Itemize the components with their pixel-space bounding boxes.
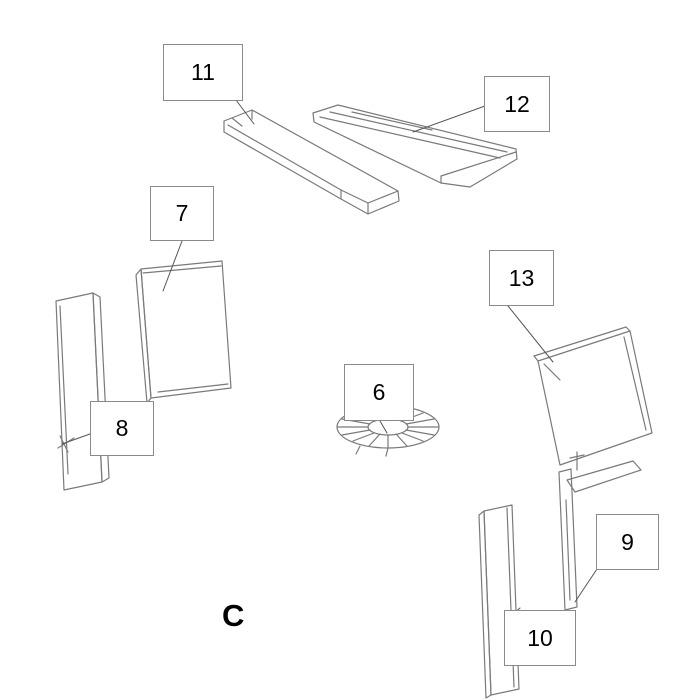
part-8-board <box>55 292 110 491</box>
leader-lines <box>61 99 598 622</box>
label-text-6: 6 <box>372 379 386 405</box>
leader-line-8 <box>61 433 91 445</box>
label-text-13: 13 <box>508 264 535 291</box>
label-box-9: 9 <box>596 514 659 570</box>
part-10-board <box>478 504 520 699</box>
label-box-13: 13 <box>489 250 554 306</box>
label-box-7: 7 <box>150 186 214 241</box>
part-9-assembly <box>558 451 642 611</box>
label-text-11: 11 <box>191 59 215 85</box>
label-text-7: 7 <box>175 200 189 226</box>
label-box-12: 12 <box>484 76 550 132</box>
label-text-8: 8 <box>115 415 129 441</box>
part-11-plank <box>223 109 400 215</box>
part-13-panel <box>533 326 653 466</box>
label-text-9: 9 <box>621 528 634 555</box>
leader-line-13 <box>507 305 554 363</box>
leader-line-9 <box>574 568 598 603</box>
label-box-11: 11 <box>163 44 243 101</box>
leader-line-12 <box>412 105 486 133</box>
part-7-panel <box>135 260 232 404</box>
label-text-10: 10 <box>527 624 553 651</box>
section-letter: C <box>222 598 245 633</box>
leader-line-11 <box>235 99 255 125</box>
label-text-12: 12 <box>504 90 530 117</box>
leader-line-6 <box>379 420 388 434</box>
label-box-10: 10 <box>504 610 576 666</box>
label-box-6: 6 <box>344 364 414 421</box>
part-12-plank <box>312 104 518 188</box>
leader-line-7 <box>162 240 183 292</box>
label-box-8: 8 <box>90 401 154 456</box>
